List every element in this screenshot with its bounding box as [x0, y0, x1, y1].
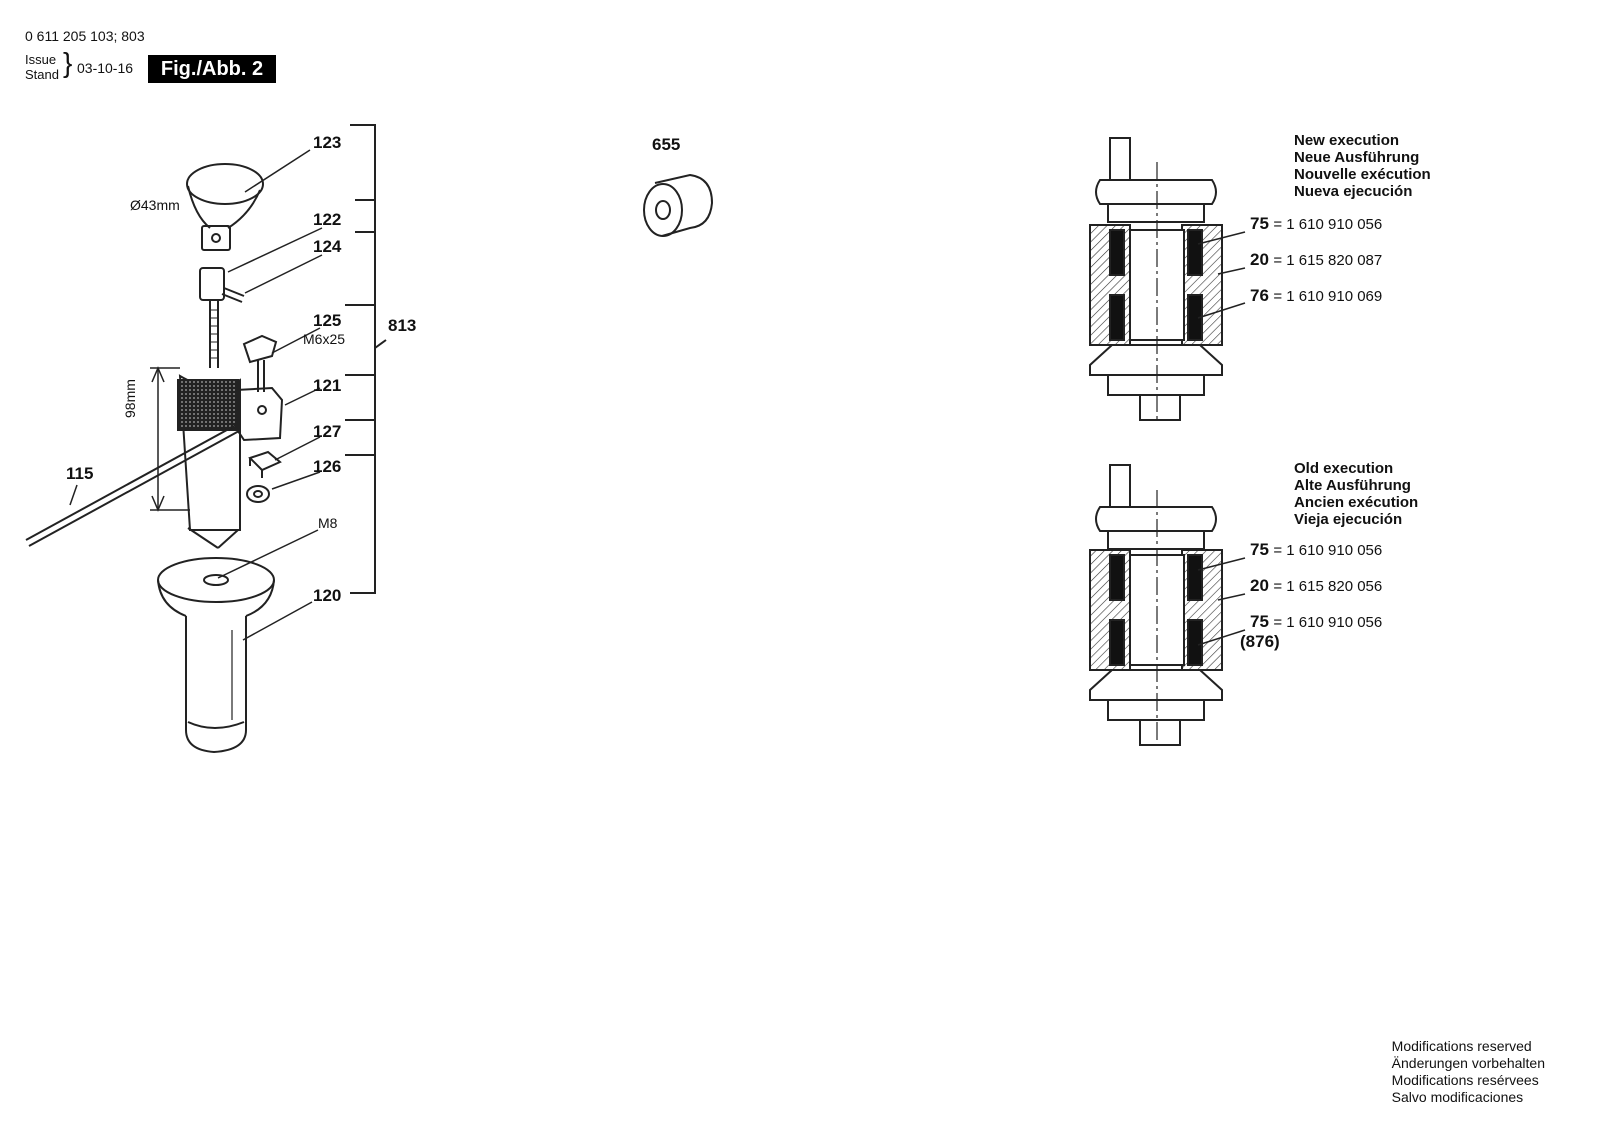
- new-execution-title: New execution Neue Ausführung Nouvelle e…: [1294, 132, 1431, 200]
- old-ref-row: 75 = 1 610 910 056: [1250, 540, 1382, 560]
- group-bracket-813: [345, 124, 387, 594]
- new-ref-part: = 1 610 910 056: [1273, 216, 1383, 233]
- document-number: 0 611 205 103; 803: [25, 28, 145, 44]
- wing-screw-125: [242, 334, 278, 392]
- old-ref-row: 20 = 1 615 820 056: [1250, 576, 1382, 596]
- old-ref-pos: 75: [1250, 540, 1269, 559]
- new-ref-row: 75 = 1 610 910 056: [1250, 214, 1382, 234]
- old-execution-fr: Ancien exécution: [1294, 494, 1419, 511]
- handle-120: [157, 557, 275, 754]
- new-ref-row: 76 = 1 610 910 069: [1250, 286, 1382, 306]
- part-label-121: 121: [313, 376, 342, 395]
- new-ref-part: = 1 610 910 069: [1273, 288, 1383, 305]
- part-label-126: 126: [313, 457, 342, 476]
- screw-size-label: M6x25: [303, 331, 346, 347]
- cross-section-new: [1089, 137, 1246, 421]
- old-ref-row: 75 = 1 610 910 056: [1250, 612, 1382, 632]
- footer-notes: Modifications reserved Änderungen vorbeh…: [1392, 1038, 1545, 1106]
- part-label-813: 813: [388, 316, 417, 335]
- new-execution-en: New execution: [1294, 132, 1400, 149]
- new-ref-pos: 76: [1250, 286, 1269, 305]
- new-ref-part: = 1 615 820 087: [1273, 252, 1383, 269]
- clamp-diameter-label: Ø43mm: [130, 197, 180, 213]
- depth-length-label: 98mm: [122, 379, 138, 418]
- new-ref-row: 20 = 1 615 820 087: [1250, 250, 1382, 270]
- part-label-122: 122: [313, 210, 342, 229]
- old-extra-ref: (876): [1240, 632, 1280, 651]
- issue-date: 03-10-16: [77, 60, 134, 76]
- dimension-98mm: [150, 366, 190, 512]
- footer-note-en: Modifications reserved: [1391, 1038, 1532, 1054]
- part-label-120: 120: [313, 586, 342, 605]
- old-execution-es: Vieja ejecución: [1294, 511, 1403, 528]
- old-ref-part: = 1 615 820 056: [1273, 578, 1383, 595]
- hex-nut-126: [246, 485, 270, 503]
- sleeve-655: [643, 173, 714, 237]
- footer-note-fr: Modifications resérvees: [1391, 1072, 1539, 1088]
- clamp-band-123: [186, 163, 264, 251]
- clamp-bolt-122: [199, 267, 245, 368]
- part-label-655: 655: [652, 135, 681, 154]
- old-ref-pos: 20: [1250, 576, 1269, 595]
- leader-lines: [69, 149, 323, 641]
- issue-label-en: Issue: [25, 52, 57, 67]
- new-execution-de: Neue Ausführung: [1294, 149, 1420, 166]
- part-label-124: 124: [313, 237, 342, 256]
- part-label-115: 115: [66, 464, 94, 483]
- new-execution-fr: Nouvelle exécution: [1294, 166, 1431, 183]
- footer-note-de: Änderungen vorbehalten: [1391, 1055, 1545, 1071]
- new-ref-pos: 75: [1250, 214, 1269, 233]
- old-execution-en: Old execution: [1294, 460, 1394, 477]
- old-ref-pos: 75: [1250, 612, 1269, 631]
- part-label-125: 125: [313, 311, 342, 330]
- part-label-127: 127: [313, 422, 342, 441]
- old-execution-title: Old execution Alte Ausführung Ancien exé…: [1294, 460, 1418, 528]
- old-ref-part: = 1 610 910 056: [1273, 614, 1383, 631]
- old-ref-part: = 1 610 910 056: [1273, 542, 1383, 559]
- issue-label-de: Stand: [25, 67, 59, 82]
- new-ref-pos: 20: [1250, 250, 1269, 269]
- figure-label: Fig./Abb. 2: [148, 55, 276, 83]
- cross-section-old: [1089, 464, 1246, 746]
- part-label-123: 123: [313, 133, 342, 152]
- depth-rod-115: [25, 424, 240, 547]
- square-nut-127: [248, 450, 282, 478]
- issue-label: Issue Stand: [25, 52, 59, 82]
- new-execution-es: Nueva ejecución: [1294, 183, 1413, 200]
- nut-size-label: M8: [318, 515, 338, 531]
- holder-121: [177, 374, 284, 549]
- brace-icon: }: [63, 47, 73, 78]
- footer-note-es: Salvo modificaciones: [1391, 1089, 1524, 1105]
- old-execution-de: Alte Ausführung: [1294, 477, 1411, 494]
